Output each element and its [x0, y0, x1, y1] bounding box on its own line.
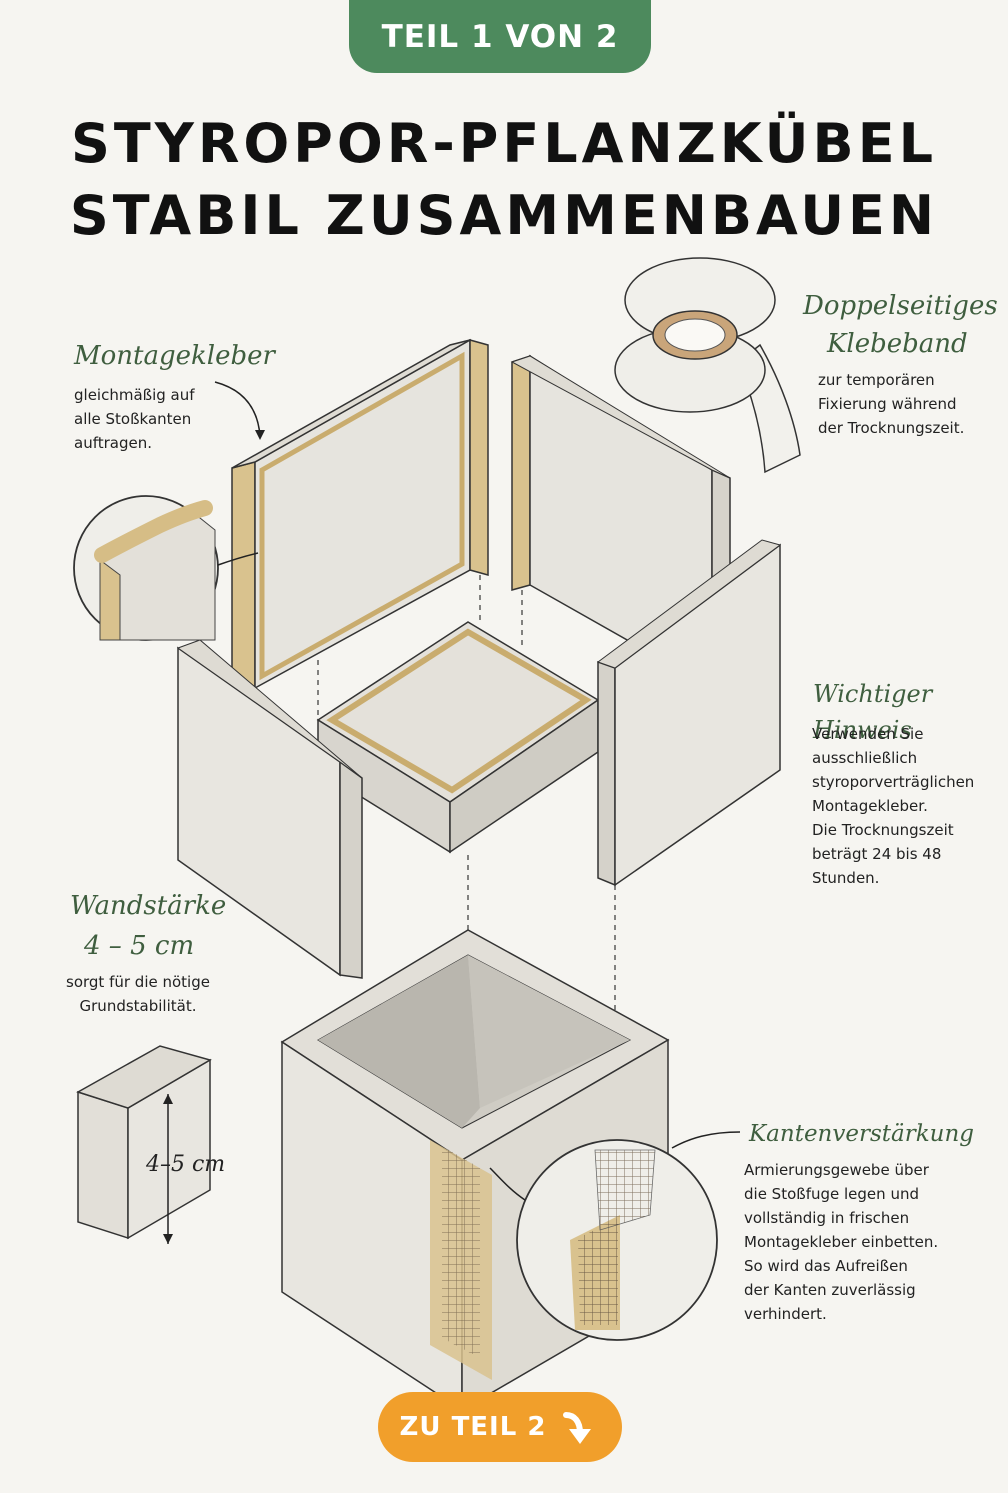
page-title-line1: STYROPOR-PFLANZKÜBEL — [70, 112, 937, 175]
next-part-label: ZU TEIL 2 — [399, 1412, 547, 1442]
panel-back-left — [231, 338, 489, 695]
page-title-line2: STABIL ZUSAMMENBAUEN — [69, 184, 939, 247]
part-badge-label: TEIL 1 VON 2 — [381, 18, 619, 55]
hinweis-text: Verwenden Sie ausschließlich styroporver… — [812, 725, 975, 887]
mesh-detail-circle — [516, 1139, 718, 1341]
part-badge: TEIL 1 VON 2 — [349, 0, 651, 73]
klebeband-heading-line2: Klebeband — [827, 329, 968, 359]
next-part-button[interactable]: ZU TEIL 2 — [378, 1392, 622, 1462]
klebeband-text: zur temporären Fixierung während der Tro… — [818, 371, 965, 437]
klebeband-heading-line1: Doppelseitiges — [803, 291, 998, 321]
tape-roll-icon — [614, 257, 801, 474]
glue-detail-circle — [73, 495, 219, 641]
kanten-heading: Kantenverstärkung — [749, 1121, 975, 1147]
callout-arrows — [214, 381, 741, 1201]
hinweis-heading: Wichtiger Hinweis — [813, 680, 933, 744]
wandstaerke-text: sorgt für die nötige Grundstabilität. — [66, 973, 210, 1015]
wandstaerke-heading-line2: 4 – 5 cm — [84, 931, 195, 961]
panel-front-right — [596, 539, 782, 887]
panel-back-right — [510, 354, 731, 691]
wandstaerke-heading-line1: Wandstärke — [70, 891, 227, 921]
montagekleber-heading: Montagekleber — [74, 341, 275, 371]
wall-sample-block — [76, 1045, 212, 1244]
kanten-text: Armierungsgewebe über die Stoßfuge legen… — [744, 1161, 939, 1323]
base-plate — [316, 621, 600, 854]
montagekleber-text: gleichmäßig auf alle Stoßkanten auftrage… — [74, 386, 195, 452]
thickness-dimension-label: 4–5 cm — [146, 1152, 226, 1177]
panel-front-left — [176, 639, 363, 979]
arrow-down-right-icon — [563, 1412, 592, 1444]
